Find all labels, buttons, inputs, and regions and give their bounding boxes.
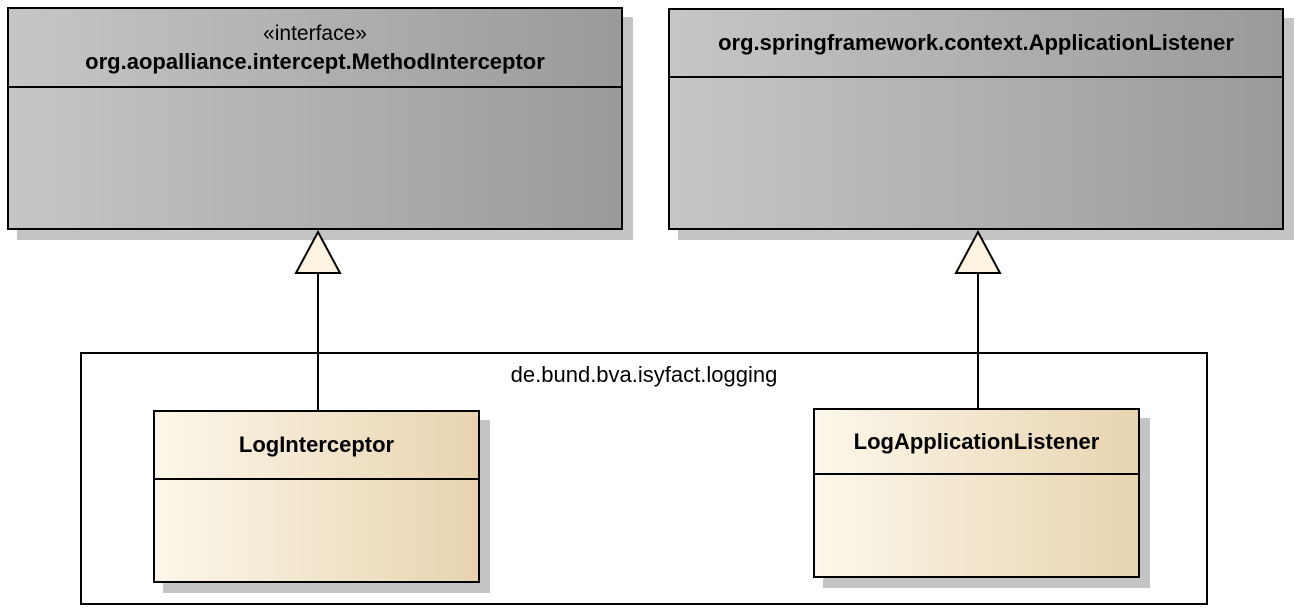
interface-name: org.aopalliance.intercept.MethodIntercep… xyxy=(85,48,545,74)
package-name-label: de.bund.bva.isyfact.logging xyxy=(510,362,778,387)
generalization-logapplicationlistener-to-applicationlistener[interactable] xyxy=(954,229,1002,409)
class-name: LogInterceptor xyxy=(238,432,395,457)
class-node-logapplicationlistener[interactable]: LogApplicationListener xyxy=(813,408,1140,578)
interface-name-compartment: org.springframework.context.ApplicationL… xyxy=(670,10,1282,78)
stereotype-label: «interface» xyxy=(263,21,367,45)
class-name: LogApplicationListener xyxy=(853,428,1100,454)
interface-name-compartment: «interface» org.aopalliance.intercept.Me… xyxy=(9,9,621,88)
class-name-compartment: LogInterceptor xyxy=(155,412,478,480)
interface-node-methodinterceptor[interactable]: «interface» org.aopalliance.intercept.Me… xyxy=(7,7,623,230)
generalization-triangle-icon[interactable] xyxy=(954,229,1002,274)
generalization-loginterceptor-to-methodinterceptor[interactable] xyxy=(294,229,342,411)
interface-name: org.springframework.context.ApplicationL… xyxy=(718,30,1234,55)
generalization-triangle-icon[interactable] xyxy=(294,229,342,274)
class-node-loginterceptor[interactable]: LogInterceptor xyxy=(153,410,480,583)
interface-node-applicationlistener[interactable]: org.springframework.context.ApplicationL… xyxy=(668,8,1284,230)
class-name-compartment: LogApplicationListener xyxy=(815,410,1138,475)
